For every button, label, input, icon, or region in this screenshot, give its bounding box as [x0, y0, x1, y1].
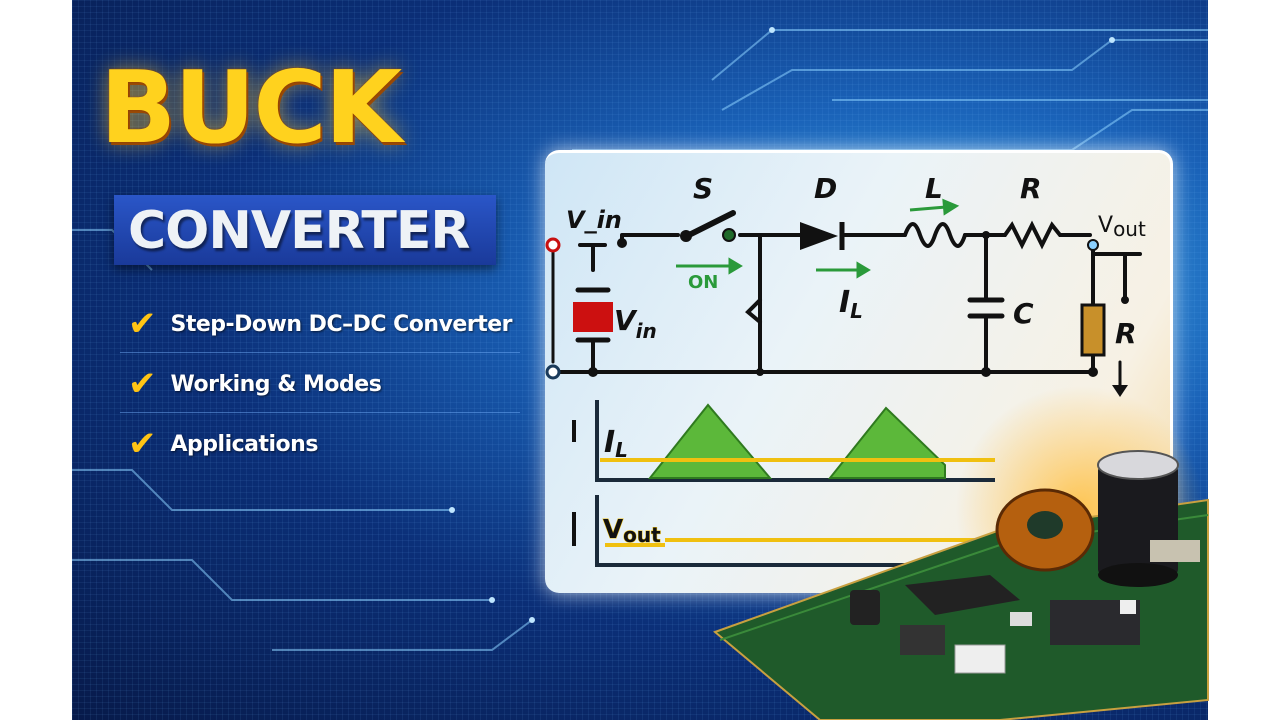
wire	[620, 233, 680, 245]
il-axis-sub: L	[615, 438, 628, 462]
divider	[120, 352, 520, 353]
current-ripple-triangles	[647, 403, 946, 479]
vout-sub: out	[1113, 217, 1146, 241]
arrow-down-icon	[1112, 385, 1128, 397]
check-icon: ✔	[128, 364, 157, 404]
source-plates	[575, 287, 611, 343]
divider	[120, 412, 520, 413]
current-sub: L	[850, 299, 863, 323]
freewheel-path	[738, 233, 802, 374]
inductor-current-waveform: IL	[572, 400, 995, 482]
bullet-item: ✔ Applications	[128, 427, 318, 461]
switch-label: S	[693, 172, 713, 205]
vin-terminal	[545, 237, 561, 253]
circuit-traces-decoration	[72, 27, 1208, 651]
title-converter: CONVERTER	[128, 201, 470, 261]
bullet-item: ✔ Working & Modes	[128, 364, 382, 404]
switch-blade	[684, 210, 736, 239]
vin-source-label: V	[614, 304, 638, 337]
load-resistor	[1080, 303, 1106, 357]
ground-terminal	[545, 364, 561, 380]
current-label: I	[839, 285, 850, 320]
vout-axis-sub: out	[623, 523, 661, 547]
bullet-text: Working & Modes	[170, 371, 382, 397]
vin-source	[573, 302, 613, 332]
inductor-coil	[903, 222, 967, 248]
bullet-item: ✔ Step-Down DC–DC Converter	[128, 307, 512, 341]
series-resistor	[963, 220, 1092, 250]
vin-label: V_in	[566, 206, 622, 234]
source-top-wire	[578, 243, 607, 272]
bullet-text: Applications	[170, 431, 319, 457]
capacitor-plates	[967, 297, 1005, 319]
series-resistor-label: R	[1020, 172, 1042, 205]
check-icon: ✔	[128, 424, 157, 464]
diode-symbol	[800, 222, 838, 250]
svg-text:Vout: Vout	[603, 515, 661, 547]
output-wires	[1091, 241, 1142, 374]
title-banner	[114, 195, 496, 265]
il-axis-label: I	[604, 425, 615, 460]
vout-label: V	[1098, 213, 1113, 238]
inductor-label: L	[925, 172, 943, 205]
title-buck: BUCK	[100, 49, 402, 166]
svg-text:IL: IL	[604, 425, 628, 462]
output-voltage-waveform: Vout	[572, 495, 995, 567]
vin-source-sub: in	[636, 319, 657, 343]
pcb-board-illustration	[713, 450, 1209, 720]
svg-text:IL: IL	[839, 285, 863, 323]
vout-axis-label: V	[603, 515, 623, 545]
ic-chip	[905, 575, 1020, 615]
diode-label: D	[814, 172, 837, 205]
current-arrows	[676, 198, 960, 279]
on-label: ON	[688, 272, 718, 293]
check-icon: ✔	[128, 304, 157, 344]
svg-text:Vin: Vin	[614, 304, 657, 343]
svg-text:Vout: Vout	[1098, 213, 1146, 241]
bullet-text: Step-Down DC–DC Converter	[170, 311, 513, 337]
load-resistor-label: R	[1115, 317, 1137, 350]
capacitor-label: C	[1013, 297, 1034, 330]
